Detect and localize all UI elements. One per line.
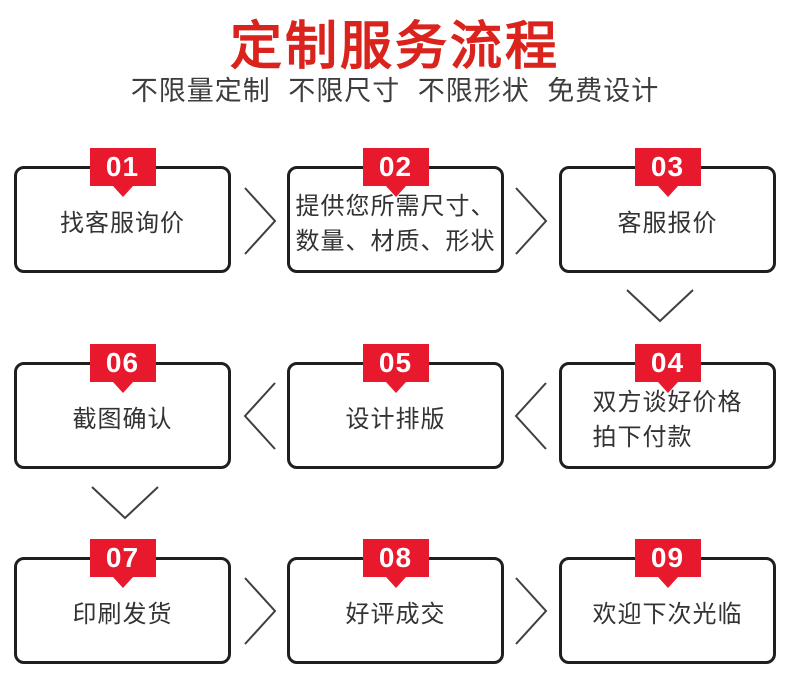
step-label: 欢迎下次光临 <box>593 597 743 632</box>
step-label: 好评成交 <box>346 597 446 632</box>
step-label-line1: 提供您所需尺寸、 <box>295 192 496 220</box>
step-box-02: 02 提供您所需尺寸、 数量、材质、形状 <box>287 148 504 273</box>
step-label-line1: 双方谈好价格 <box>592 388 743 416</box>
step-box-07: 07 印刷发货 <box>14 539 231 664</box>
arrow-left-icon <box>243 381 277 451</box>
arrow-down-icon <box>625 288 695 324</box>
arrow-right-icon <box>243 576 277 646</box>
step-number-badge: 06 <box>89 344 156 382</box>
step-box-04: 04 双方谈好价格 拍下付款 <box>559 344 776 469</box>
step-number-badge: 08 <box>362 539 429 577</box>
step-label-line2: 数量、材质、形状 <box>295 227 496 255</box>
step-label-line1: 印刷发货 <box>72 601 173 628</box>
arrow-right-icon <box>514 576 548 646</box>
arrow-right-icon <box>514 186 548 256</box>
step-label-line1: 设计排版 <box>345 406 446 433</box>
step-box-08: 08 好评成交 <box>287 539 504 664</box>
step-label: 截图确认 <box>73 402 173 437</box>
step-number-badge: 04 <box>634 344 701 382</box>
step-label: 提供您所需尺寸、 数量、材质、形状 <box>296 189 496 259</box>
step-box-06: 06 截图确认 <box>14 344 231 469</box>
step-number-badge: 05 <box>362 344 429 382</box>
step-number-badge: 03 <box>634 148 701 186</box>
step-number-badge: 09 <box>634 539 701 577</box>
step-box-05: 05 设计排版 <box>287 344 504 469</box>
arrow-left-icon <box>514 381 548 451</box>
step-label: 客服报价 <box>618 206 718 241</box>
step-number-badge: 02 <box>362 148 429 186</box>
step-label-line1: 截图确认 <box>72 406 173 433</box>
step-label-line1: 欢迎下次光临 <box>592 601 743 628</box>
arrow-down-icon <box>90 485 160 521</box>
step-label-line1: 找客服询价 <box>60 210 185 237</box>
step-box-09: 09 欢迎下次光临 <box>559 539 776 664</box>
step-label-line1: 好评成交 <box>345 601 446 628</box>
step-label: 找客服询价 <box>60 206 185 241</box>
arrow-right-icon <box>243 186 277 256</box>
page-title: 定制服务流程 <box>229 18 560 76</box>
step-box-01: 01 找客服询价 <box>14 148 231 273</box>
step-label: 双方谈好价格 拍下付款 <box>593 385 743 455</box>
step-number-badge: 07 <box>89 539 156 577</box>
step-label-line1: 客服报价 <box>617 210 718 237</box>
step-number-badge: 01 <box>89 148 156 186</box>
step-label: 印刷发货 <box>73 597 173 632</box>
step-label: 设计排版 <box>346 402 446 437</box>
step-box-03: 03 客服报价 <box>559 148 776 273</box>
page-subtitle: 不限量定制 不限尺寸 不限形状 免费设计 <box>130 76 660 106</box>
step-label-line2: 拍下付款 <box>592 423 693 451</box>
